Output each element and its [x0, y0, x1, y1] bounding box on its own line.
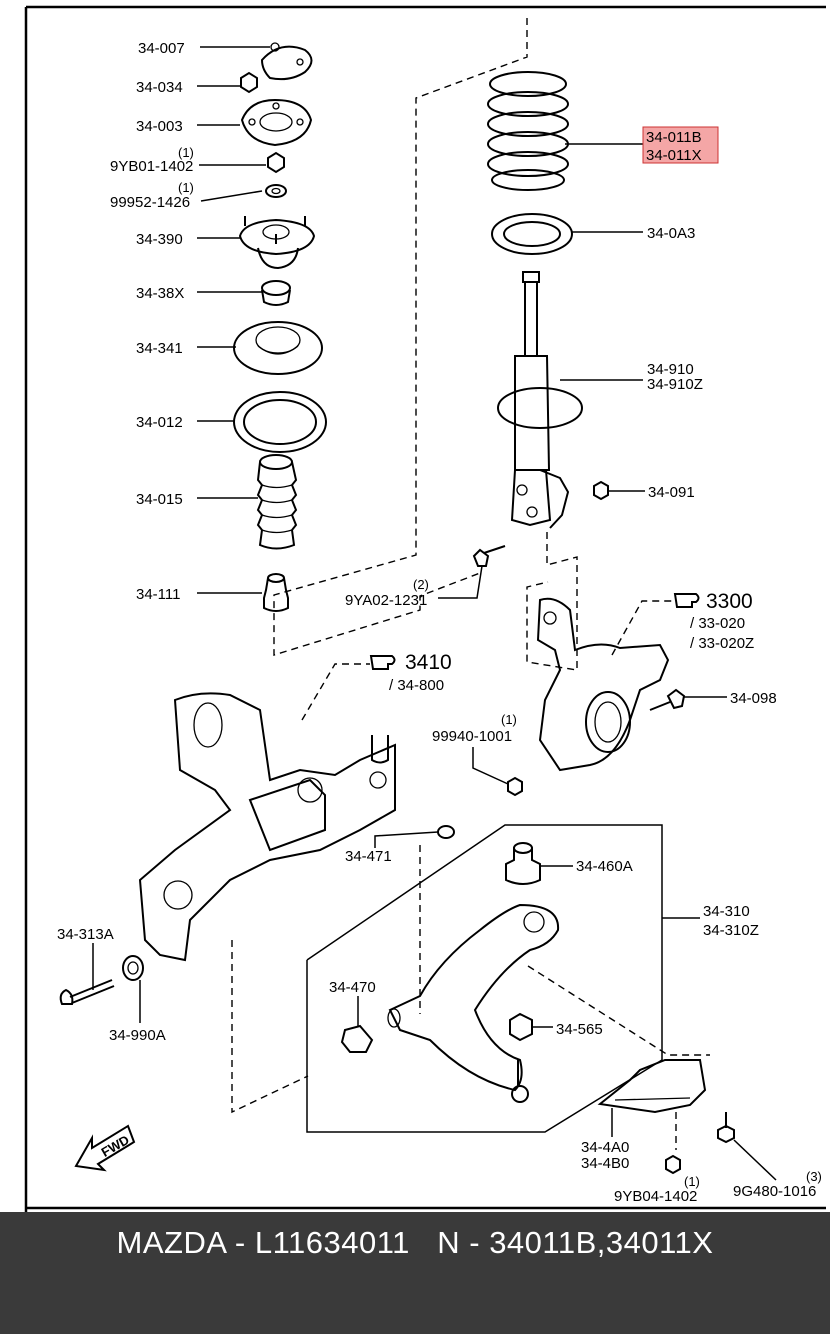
part-9yb01-nut — [267, 151, 285, 174]
part-34-460a-bushing — [505, 842, 541, 885]
label-ref-3300: 3300 — [706, 590, 753, 613]
part-99952-washer — [265, 184, 287, 198]
highlight-box-34-011 — [642, 126, 719, 164]
label-9yb01-1402: 9YB01-1402 — [110, 158, 193, 175]
part-34-471-bushing — [437, 825, 455, 839]
label-9g480-1016: 9G480-1016 — [733, 1183, 816, 1200]
part-34-4a0-bracket — [597, 1059, 707, 1114]
label-34-471: 34-471 — [345, 848, 392, 865]
part-34-0a3-seat — [491, 213, 573, 255]
part-3300-knuckle — [536, 597, 670, 772]
control-arm-group-box — [306, 824, 663, 1133]
label-34-007: 34-007 — [138, 40, 185, 57]
part-34-007-plate — [260, 42, 313, 81]
diagram-svg: FWD 34-007 34-034 34-003 (1) 9YB01-1402 … — [24, 5, 826, 1212]
part-34-990a-bushing — [122, 955, 144, 981]
part-3410-crossmember — [138, 692, 396, 962]
label-qty-9ya02: (2) — [413, 577, 429, 592]
label-34-098: 34-098 — [730, 690, 777, 707]
part-34-341-seat — [233, 321, 323, 375]
label-34-091: 34-091 — [648, 484, 695, 501]
label-34-310: 34-310 — [703, 903, 750, 920]
label-qty-9yb01: (1) — [178, 145, 194, 160]
label-34-910: 34-910 — [647, 361, 694, 378]
label-33-020: / 33-020 — [690, 615, 745, 632]
phantom-lines — [231, 18, 710, 1150]
label-34-4a0: 34-4A0 — [581, 1139, 629, 1156]
label-34-0a3: 34-0A3 — [647, 225, 695, 242]
label-34-990a: 34-990A — [109, 1027, 166, 1044]
label-34-313a: 34-313A — [57, 926, 114, 943]
caption-bar — [0, 1212, 830, 1334]
label-34-011b: 34-011B — [646, 129, 702, 146]
label-34-034: 34-034 — [136, 79, 183, 96]
label-34-111: 34-111 — [136, 586, 180, 603]
leader-lines — [92, 46, 777, 1181]
label-99940-1001: 99940-1001 — [432, 728, 512, 745]
pointer-hand-icon — [369, 655, 396, 670]
label-34-460a: 34-460A — [576, 858, 633, 875]
label-34-800: / 34-800 — [389, 677, 444, 694]
label-34-011x: 34-011X — [646, 147, 702, 164]
part-34-111-bumper — [263, 573, 289, 612]
label-34-390: 34-390 — [136, 231, 183, 248]
label-34-565: 34-565 — [556, 1021, 603, 1038]
part-34-910-strut — [497, 271, 583, 529]
label-34-012: 34-012 — [136, 414, 183, 431]
part-34-38x-bumper — [261, 280, 291, 306]
part-9ya02-bolt — [472, 545, 506, 567]
label-33-020z: / 33-020Z — [690, 635, 754, 652]
parts-diagram: FWD 34-007 34-034 34-003 (1) 9YB01-1402 … — [24, 5, 826, 1212]
label-9yb04-1402: 9YB04-1402 — [614, 1188, 697, 1205]
part-9g480-bolt — [717, 1112, 735, 1144]
label-34-470: 34-470 — [329, 979, 376, 996]
part-34-034-nut — [240, 71, 258, 94]
part-34-091-nut — [593, 480, 609, 501]
fwd-label: FWD — [99, 1132, 132, 1160]
label-qty-99940: (1) — [501, 712, 517, 727]
part-34-313a-bolt — [59, 979, 115, 1005]
part-34-015-boot — [256, 454, 298, 550]
part-34-470-bushing — [340, 1024, 374, 1053]
label-qty-9g480: (3) — [806, 1169, 822, 1184]
label-34-38x: 34-38X — [136, 285, 184, 302]
label-34-003: 34-003 — [136, 118, 183, 135]
pointer-hand-icon — [673, 593, 700, 608]
fwd-arrow-icon: FWD — [74, 1124, 136, 1172]
part-99940-nut — [507, 776, 523, 797]
label-34-015: 34-015 — [136, 491, 183, 508]
part-34-011-coil-spring — [487, 71, 569, 191]
part-34-098-bolt — [649, 688, 686, 711]
label-34-341: 34-341 — [136, 340, 183, 357]
label-34-910z: 34-910Z — [647, 376, 703, 393]
part-34-012-ring — [233, 391, 327, 453]
label-9ya02-1231: 9YA02-1231 — [345, 592, 427, 609]
label-99952-1426: 99952-1426 — [110, 194, 190, 211]
part-34-565-bushing — [509, 1012, 533, 1042]
label-34-4b0: 34-4B0 — [581, 1155, 629, 1172]
label-qty-9yb04: (1) — [684, 1174, 700, 1189]
part-34-310-control-arm — [387, 903, 560, 1103]
part-34-003-plate — [240, 98, 313, 147]
label-qty-99952: (1) — [178, 180, 194, 195]
part-9yb04-nut — [665, 1154, 681, 1175]
label-34-310z: 34-310Z — [703, 922, 759, 939]
part-34-390-mount — [238, 216, 316, 270]
label-ref-3410: 3410 — [405, 651, 452, 674]
caption-text: MAZDA - L11634011 N - 34011B,34011X — [116, 1225, 714, 1260]
